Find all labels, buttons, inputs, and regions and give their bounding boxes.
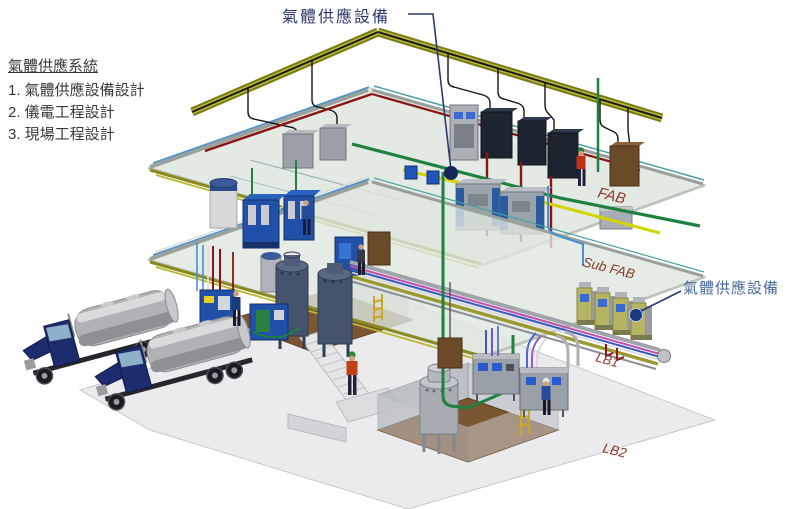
floor-label-lb2: LB2 [601, 440, 628, 460]
gray-pipe [555, 334, 570, 368]
top-callout-leader [408, 13, 458, 180]
dark-cabinet [547, 129, 584, 179]
callout-label-right: 氣體供應設備 [683, 280, 780, 297]
floor-label-lb1: LB1 [594, 349, 620, 370]
dark-cabinet [517, 117, 552, 166]
worker [301, 200, 311, 235]
floor-label-fab: FAB [596, 184, 627, 207]
red-elbow [616, 348, 625, 362]
valve-box [404, 165, 418, 180]
red-elbow [605, 344, 614, 358]
worker [541, 377, 551, 415]
rack-drop-pipes [526, 332, 547, 372]
green-riser [441, 172, 469, 410]
brown-cabinet [437, 337, 463, 369]
exhaust-stack [67, 313, 76, 338]
red-pipe [204, 92, 373, 153]
pipe-end-cap [657, 349, 671, 363]
brown-cabinet [367, 231, 391, 266]
left-pipe-drops [196, 242, 234, 298]
windshield [118, 350, 144, 368]
legend-item: 1. 氣體供應設備設計 [8, 82, 145, 99]
callout-target-sphere [444, 166, 458, 180]
green-pipe [252, 327, 301, 339]
right-callout-leader [629, 290, 682, 322]
worker [576, 147, 586, 186]
windshield [46, 324, 72, 342]
gray-panel [282, 130, 319, 169]
blue-skid [249, 303, 289, 341]
roof-beams [190, 27, 664, 123]
green-pipe [351, 142, 701, 228]
gray-pipe [564, 330, 580, 366]
worker [357, 244, 365, 275]
blue-pipe [547, 186, 584, 266]
gas-cabinet-row [576, 282, 652, 340]
legend-title: 氣體供應系統 [8, 58, 99, 75]
blue-pipe [349, 268, 661, 358]
callout-label-top: 氣體供應設備 [282, 9, 391, 26]
tanker-truck [94, 314, 253, 411]
callout-target-sphere [629, 308, 643, 322]
system-legend: 氣體供應系統 1. 氣體供應設備設計 2. 儀電工程設計 3. 現場工程設計 [8, 56, 145, 146]
blue-machine [242, 194, 286, 249]
lb1-pipe-rack [349, 260, 671, 372]
white-tank [209, 178, 238, 229]
exhaust-stack [139, 339, 148, 364]
roof-cable-drops [247, 53, 631, 148]
workers [231, 147, 586, 415]
low-wall [287, 413, 347, 443]
legend-item: 2. 儀電工程設計 [8, 104, 115, 121]
control-cabinet [472, 353, 520, 401]
magenta-pipe [349, 265, 661, 355]
fab-equipment [204, 78, 701, 248]
control-panel [449, 104, 479, 161]
tanker-truck [22, 288, 181, 385]
legend-item: 3. 現場工程設計 [8, 126, 115, 143]
worker [231, 291, 241, 326]
brown-cabinet [609, 142, 645, 187]
storage-tank [317, 263, 353, 357]
dark-cabinet [480, 108, 518, 159]
gray-panel [319, 124, 352, 161]
worker [346, 351, 358, 395]
pit-ladder [373, 294, 383, 322]
valve-box [426, 170, 440, 185]
